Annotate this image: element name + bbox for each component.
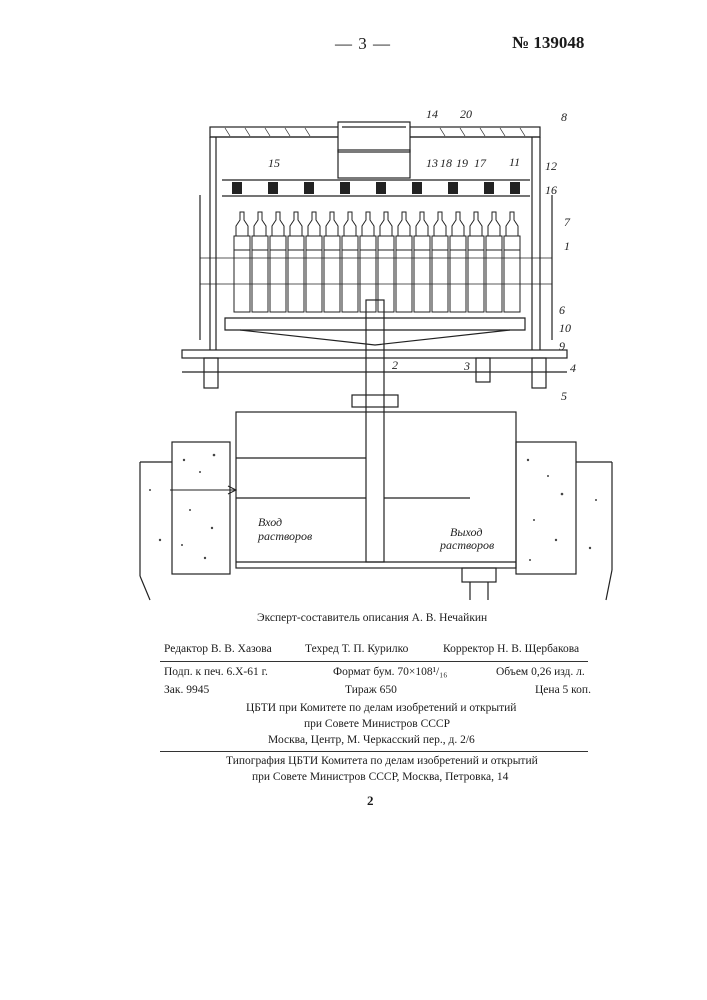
callout-18: 18 [440,156,452,170]
printer-line1: Типография ЦБТИ Комитета по делам изобре… [226,755,538,767]
callout-1: 1 [564,239,570,253]
institution-line1: ЦБТИ при Комитете по делам изобретений и… [246,702,516,714]
volume: Объем 0,26 изд. л. [496,666,585,678]
print-run: Тираж 650 [345,684,397,696]
callout-14: 14 [426,107,438,121]
outlet-label-line2: растворов [439,538,494,552]
order-number: Зак. 9945 [164,684,209,696]
outlet-label-line1: Выход [450,525,482,539]
footer-page-number: 2 [367,793,374,809]
callout-3: 3 [463,359,470,373]
callout-6: 6 [559,303,565,317]
callout-11: 11 [509,155,520,169]
callout-4: 4 [570,361,576,375]
callout-15: 15 [268,156,280,170]
callout-10: 10 [559,321,571,335]
printer-line2: при Совете Министров СССР, Москва, Петро… [252,771,508,783]
divider-top [160,661,588,662]
callout-13: 13 [426,156,438,170]
callout-12: 12 [545,159,557,173]
institution-line2: при Совете Министров СССР [304,718,450,730]
callout-16: 16 [545,183,557,197]
tech-editor-credit: Техред Т. П. Курилко [305,643,408,655]
apparatus-drawing: 14 20 8 13 18 19 17 11 12 15 16 7 1 6 10… [0,0,707,620]
corrector-credit: Корректор Н. В. Щербакова [443,643,579,655]
inlet-label-line2: растворов [257,529,312,543]
callout-20: 20 [460,107,472,121]
price: Цена 5 коп. [535,684,591,696]
paper-format: Формат бум. 70×108¹/₁₆ [333,666,447,678]
callout-8: 8 [561,110,567,124]
callout-2: 2 [392,358,398,372]
institution-line3: Москва, Центр, М. Черкасский пер., д. 2/… [268,734,475,746]
inlet-label-line1: Вход [258,515,282,529]
callout-19: 19 [456,156,468,170]
callout-17: 17 [474,156,487,170]
compiler-credit: Эксперт-составитель описания А. В. Нечай… [257,612,487,624]
callout-7: 7 [564,215,571,229]
editor-credit: Редактор В. В. Хазова [164,643,272,655]
callout-9: 9 [559,339,565,353]
signed-date: Подп. к печ. 6.X-61 г. [164,666,268,678]
callout-5: 5 [561,389,567,403]
divider-bottom [160,751,588,752]
